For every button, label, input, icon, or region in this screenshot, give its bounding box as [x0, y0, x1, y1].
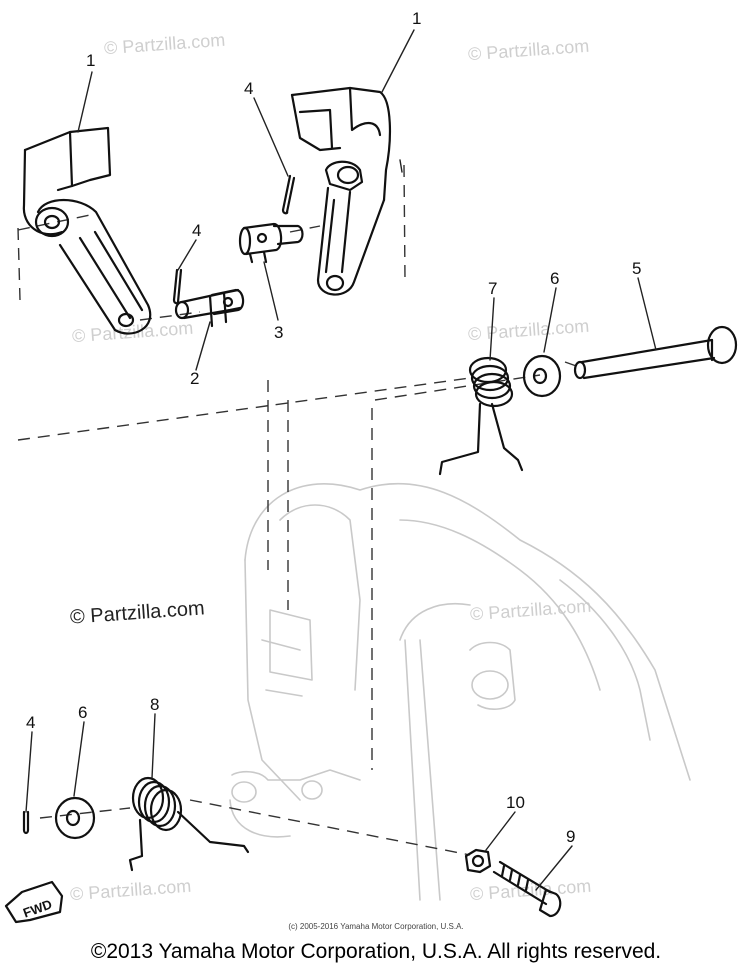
part-1-right-lever — [290, 86, 403, 296]
callout-7: 7 — [488, 279, 497, 298]
callout-4-upper: 4 — [244, 79, 253, 98]
callout-numbers: 1 1 4 4 2 3 7 6 5 4 6 8 10 9 — [26, 9, 641, 846]
part-6-washer-lower — [54, 796, 96, 840]
callout-1-right: 1 — [412, 9, 421, 28]
part-4-cotter-pin-lower — [22, 810, 30, 835]
fwd-arrow: FWD — [4, 880, 64, 924]
part-4-cotter-pin-middle — [172, 268, 183, 305]
footer-copyright: ©2013 Yamaha Motor Corporation, U.S.A. A… — [90, 940, 662, 963]
callout-8: 8 — [150, 695, 159, 714]
part-4-cotter-pin-upper — [281, 174, 296, 215]
part-1-left-lever — [22, 126, 152, 335]
part-6-washer-upper — [522, 354, 562, 398]
callout-2: 2 — [190, 369, 199, 388]
part-7-torsion-spring — [438, 356, 524, 476]
callout-9: 9 — [566, 827, 575, 846]
callout-4-lower: 4 — [26, 713, 35, 732]
callout-6-upper: 6 — [550, 269, 559, 288]
callout-4-middle: 4 — [192, 221, 201, 240]
leader-lines — [25, 29, 657, 891]
callout-6-lower: 6 — [78, 703, 87, 722]
part-5-shaft — [573, 325, 738, 380]
part-10-nut — [464, 848, 492, 874]
callout-3: 3 — [274, 323, 283, 342]
ghost-bracket-body — [229, 482, 691, 901]
part-3-clevis — [238, 222, 304, 264]
callout-10: 10 — [506, 793, 525, 812]
part-8-torsion-spring — [128, 776, 250, 872]
callout-1-left: 1 — [86, 51, 95, 70]
part-2-pin — [174, 288, 245, 328]
part-9-bolt — [492, 860, 562, 918]
callout-5: 5 — [632, 259, 641, 278]
small-copyright-note: (c) 2005-2016 Yamaha Motor Corporation, … — [288, 922, 464, 931]
alignment-lines — [17, 164, 583, 856]
